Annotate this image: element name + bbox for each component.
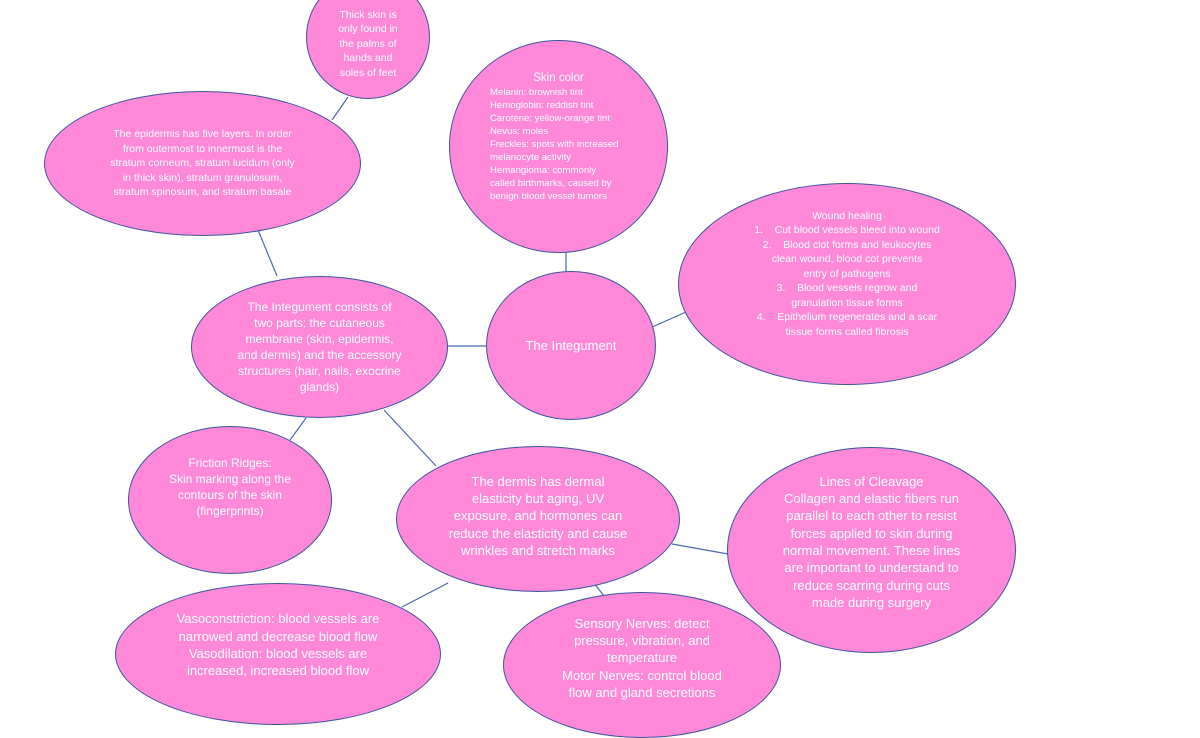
node-skin-color: Skin color Melanin: brownish tint Hemogl… xyxy=(449,40,668,253)
connector-dermis-vaso xyxy=(401,582,449,608)
node-text-line: Vasodilation: blood vessels are xyxy=(188,646,368,661)
node-text-line: structures (hair, nails, exocrine xyxy=(238,364,401,378)
node-text-line: entry of pathogens xyxy=(803,267,891,280)
node-text-line: called birthmarks, caused by xyxy=(490,178,612,189)
node-nerves: Sensory Nerves: detect pressure, vibrati… xyxy=(503,592,781,738)
node-text-line: The epidermis has five layers. In order xyxy=(113,128,292,141)
node-text-line: glands) xyxy=(299,380,340,394)
node-epidermis-layers: The epidermis has five layers. In order … xyxy=(44,91,361,236)
connector-dermis-cleavage xyxy=(671,543,729,555)
node-text-line: increased, increased blood flow xyxy=(186,663,370,679)
connector-parts-dermis xyxy=(383,409,437,467)
node-text-line: only found in xyxy=(338,23,398,36)
node-friction-ridges: Friction Ridges: Skin marking along the … xyxy=(128,426,332,574)
connector-thick-epidermis xyxy=(331,96,349,121)
node-text-line: clean wound, blood cot prevents xyxy=(771,253,923,266)
node-wound-healing: Wound healing 1. Cut blood vessels bleed… xyxy=(678,183,1016,385)
node-text-line: parallel to each other to resist xyxy=(786,508,957,524)
node-text-line: Melanin: brownish tint xyxy=(490,87,583,98)
node-text-line: 3. Blood vessels regrow and xyxy=(776,282,918,295)
node-text-line: (fingerprints) xyxy=(196,504,264,518)
node-text-line: narrowed and decrease blood flow xyxy=(178,628,378,644)
node-text-line: stratum corneum, stratum lucidum (only xyxy=(110,157,295,170)
node-text-line: Thick skin is xyxy=(339,8,397,21)
node-dermis: The dermis has dermal elasticity but agi… xyxy=(396,446,680,592)
node-text-line: Vasoconstriction: blood vessels are xyxy=(176,611,380,627)
node-vasoconstriction: Vasoconstriction: blood vessels are narr… xyxy=(115,583,441,725)
node-text-line: exposure, and hormones can xyxy=(453,508,623,524)
node-text-line: hands and xyxy=(343,52,393,65)
node-text-line: temperature xyxy=(606,650,678,666)
node-text-line: Hemangioma: commonly xyxy=(490,165,597,176)
node-text-line: are important to understand to xyxy=(784,560,959,576)
node-text-line: and dermis) and the accessory xyxy=(237,348,402,362)
connector-center-wound xyxy=(649,311,687,329)
node-text-line: soles of feet xyxy=(339,66,397,79)
node-text-line: benign blood vessel tumors xyxy=(490,191,607,202)
node-the-integument: The Integument xyxy=(486,271,656,420)
node-text-line: wrinkles and stretch marks xyxy=(461,542,615,558)
node-text-line: 4. Epithelium regenerates and a scar xyxy=(756,311,938,324)
node-text-line: Freckles: spots with increased xyxy=(490,139,619,150)
node-text-line: reduce the elasticity and cause xyxy=(448,525,628,541)
connector-parts-friction xyxy=(289,417,307,441)
node-text-line: membrane (skin, epidermis, xyxy=(245,332,394,346)
node-text-line: Collagen and elastic fibers run xyxy=(784,491,959,507)
node-text-line: the palms of xyxy=(339,37,397,50)
node-lines-of-cleavage: Lines of Cleavage Collagen and elastic f… xyxy=(727,447,1016,653)
node-text-line: reduce scarring during cuts xyxy=(793,577,950,593)
connector-epidermis-parts xyxy=(257,229,278,277)
node-text-line: in thick skin), stratum granulosum, xyxy=(122,171,283,184)
node-text-line: Wound healing xyxy=(812,209,882,222)
node-text-line: 1. Cut blood vessels bleed into wound xyxy=(754,224,940,237)
node-text-line: stratum spinosum, and stratum basale xyxy=(113,186,292,199)
node-text-line: from outermost to innermost is the xyxy=(122,142,283,155)
node-text-line: melanocyte activity xyxy=(490,152,572,163)
node-text-line: normal movement. These lines xyxy=(782,543,961,558)
node-text-line: pressure, vibration, and xyxy=(574,633,710,649)
node-text-line: Hemoglobin: reddish tint xyxy=(490,100,594,111)
node-integument-parts: The Integument consists of two parts: th… xyxy=(191,276,448,418)
node-text-line: The Integument consists of xyxy=(247,300,392,314)
node-text-line: The Integument xyxy=(525,337,617,353)
node-text-line: The dermis has dermal xyxy=(471,473,605,489)
node-text-line: granulation tissue forms xyxy=(791,296,903,309)
node-text-line: Lines of Cleavage xyxy=(819,473,924,489)
node-text-line: 2. Blood clot forms and leukocytes xyxy=(762,238,932,251)
node-text-line: forces applied to skin during xyxy=(790,525,953,541)
node-text-line: contours of the skin xyxy=(177,488,283,502)
node-title: Skin color xyxy=(533,72,584,84)
node-text-line: flow and gland secretions xyxy=(568,684,716,700)
node-text-line: Nevus: moles xyxy=(490,126,549,137)
node-text-line: Motor Nerves: control blood xyxy=(562,667,722,683)
node-text-line: Skin marking along the xyxy=(168,472,292,486)
node-text-line: tissue forms called fibrosis xyxy=(785,325,909,338)
node-text-line: two parts: the cutaneous xyxy=(254,316,385,330)
node-thick-skin: Thick skin is only found in the palms of… xyxy=(306,0,430,99)
node-text-line: Carotene: yellow-orange tint xyxy=(490,113,610,124)
node-text-line: elasticity but aging, UV xyxy=(471,491,605,507)
node-text-line: Sensory Nerves: detect xyxy=(574,615,710,631)
node-text-line: made during surgery xyxy=(811,594,932,610)
node-text-line: Friction Ridges: xyxy=(188,456,272,470)
